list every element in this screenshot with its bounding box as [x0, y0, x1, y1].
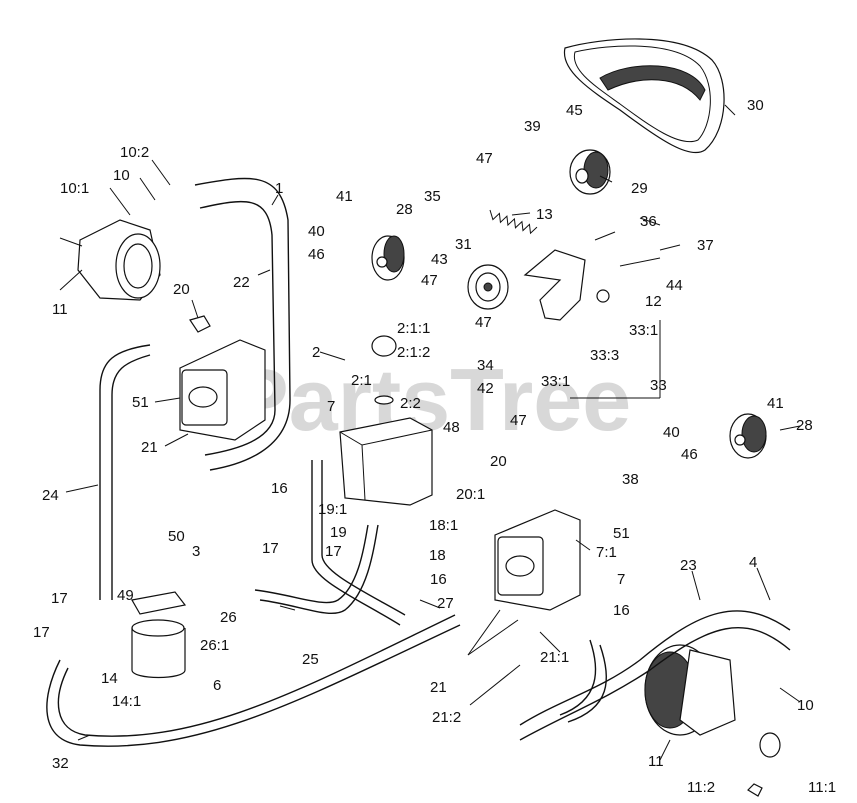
- label-2: 2: [312, 344, 320, 361]
- label-1: 1: [275, 180, 283, 197]
- label-33-1-b: 33:1: [541, 373, 570, 390]
- label-18-1: 18:1: [429, 517, 458, 534]
- hydraulic-pump-lower: [494, 509, 581, 611]
- label-48: 48: [443, 419, 460, 436]
- label-21-a: 21: [141, 439, 158, 456]
- label-14: 14: [101, 670, 118, 687]
- label-32: 32: [52, 755, 69, 772]
- label-45: 45: [566, 102, 583, 119]
- label-12: 12: [645, 293, 662, 310]
- label-46-a: 46: [308, 246, 325, 263]
- label-2-1-2: 2:1:2: [397, 344, 430, 361]
- label-11-a: 11: [52, 301, 68, 318]
- label-22: 22: [233, 274, 250, 291]
- label-10-a: 10: [113, 167, 130, 184]
- label-38: 38: [622, 471, 639, 488]
- label-46-b: 46: [681, 446, 698, 463]
- label-27: 27: [437, 595, 454, 612]
- label-41-a: 41: [336, 188, 353, 205]
- label-7-b: 7: [617, 571, 625, 588]
- drive-belt: [563, 38, 725, 154]
- label-31: 31: [455, 236, 472, 253]
- label-47-c: 47: [475, 314, 492, 331]
- label-40-b: 40: [663, 424, 680, 441]
- hydraulic-pump-upper: [179, 315, 266, 441]
- label-3: 3: [192, 543, 200, 560]
- label-7-a: 7: [327, 398, 335, 415]
- label-11-b: 11: [648, 753, 664, 770]
- label-4: 4: [749, 554, 757, 571]
- label-10-2: 10:2: [120, 144, 149, 161]
- label-16-a: 16: [271, 480, 288, 497]
- label-30: 30: [747, 97, 764, 114]
- label-47-b: 47: [421, 272, 438, 289]
- label-51-b: 51: [613, 525, 630, 542]
- label-25: 25: [302, 651, 319, 668]
- label-35: 35: [424, 188, 441, 205]
- label-20-1: 20:1: [456, 486, 485, 503]
- label-36: 36: [640, 213, 657, 230]
- label-18: 18: [429, 547, 446, 564]
- label-7-1: 7:1: [596, 544, 617, 561]
- label-17-c: 17: [51, 590, 68, 607]
- wheel-motor-right: [644, 644, 781, 797]
- label-2-1-1: 2:1:1: [397, 320, 430, 337]
- label-26: 26: [220, 609, 237, 626]
- label-33-3: 33:3: [590, 347, 619, 364]
- label-28-b: 28: [796, 417, 813, 434]
- label-20-a: 20: [173, 281, 190, 298]
- label-17-b: 17: [262, 540, 279, 557]
- label-11-1: 11:1: [808, 779, 836, 796]
- label-34: 34: [477, 357, 494, 374]
- label-14-1: 14:1: [112, 693, 141, 710]
- label-23: 23: [680, 557, 697, 574]
- label-28-a: 28: [396, 201, 413, 218]
- label-33-1-a: 33:1: [629, 322, 658, 339]
- label-24: 24: [42, 487, 59, 504]
- label-40-a: 40: [308, 223, 325, 240]
- label-17-d: 17: [33, 624, 50, 641]
- label-49: 49: [117, 587, 134, 604]
- label-47-d: 47: [510, 412, 527, 429]
- pulley-29: [569, 149, 611, 195]
- label-29: 29: [631, 180, 648, 197]
- label-10-1: 10:1: [60, 180, 89, 197]
- label-47-a: 47: [476, 150, 493, 167]
- label-42: 42: [477, 380, 494, 397]
- label-21-1: 21:1: [540, 649, 569, 666]
- pulley-28-upper: [371, 235, 405, 281]
- reservoir-tank: [339, 335, 433, 506]
- leader-lines: [59, 104, 801, 761]
- label-26-1: 26:1: [200, 637, 229, 654]
- label-16-c: 16: [613, 602, 630, 619]
- pulley-28-right: [729, 413, 767, 459]
- hydraulic-hoses: [46, 177, 791, 747]
- label-50: 50: [168, 528, 185, 545]
- label-21-b: 21: [430, 679, 447, 696]
- label-13: 13: [536, 206, 553, 223]
- idler-assembly: [467, 209, 661, 321]
- label-21-2: 21:2: [432, 709, 461, 726]
- label-17-a: 17: [325, 543, 342, 560]
- label-37: 37: [697, 237, 714, 254]
- label-16-b: 16: [430, 571, 447, 588]
- oil-filter: [131, 591, 187, 679]
- label-19: 19: [330, 524, 347, 541]
- label-39: 39: [524, 118, 541, 135]
- label-11-2: 11:2: [687, 779, 715, 796]
- label-33: 33: [650, 377, 667, 394]
- label-51-a: 51: [132, 394, 149, 411]
- label-44: 44: [666, 277, 683, 294]
- label-41-b: 41: [767, 395, 784, 412]
- label-20-b: 20: [490, 453, 507, 470]
- label-10-b: 10: [797, 697, 814, 714]
- label-19-1: 19:1: [318, 501, 347, 518]
- label-43: 43: [431, 251, 448, 268]
- wheel-motor-left: [59, 219, 161, 301]
- label-2-1: 2:1: [351, 372, 372, 389]
- label-2-2: 2:2: [400, 395, 421, 412]
- callout-labels: 1 2 2:1 2:1:1 2:1:2 2:2 3 4 6 7 7 7:1 10…: [33, 97, 836, 796]
- label-6: 6: [213, 677, 221, 694]
